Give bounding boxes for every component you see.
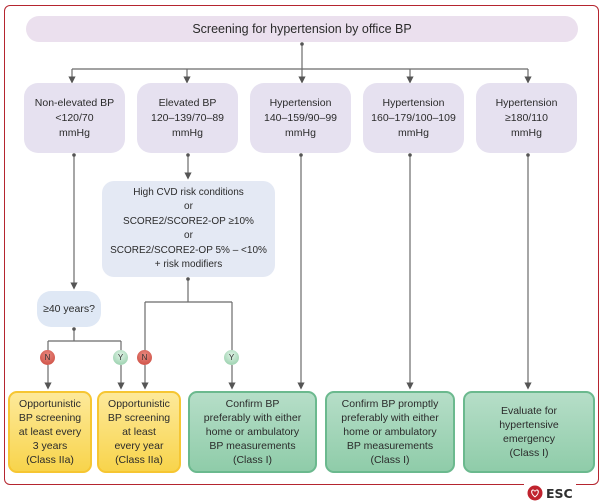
diagram-frame (4, 5, 599, 485)
no-badge-age: N (40, 350, 55, 365)
connector-age-split (47, 329, 122, 351)
screening-title: Screening for hypertension by office BP (26, 16, 578, 42)
yes-badge-age: Y (113, 350, 128, 365)
heart-icon (527, 485, 543, 501)
age-question-box: ≥40 years? (37, 291, 101, 327)
connector-risk-split (144, 279, 233, 351)
no-badge-risk: N (137, 350, 152, 365)
yes-badge-risk: Y (224, 350, 239, 365)
esc-logo-text: ESC (546, 485, 573, 501)
esc-logo: ESC (524, 484, 576, 502)
